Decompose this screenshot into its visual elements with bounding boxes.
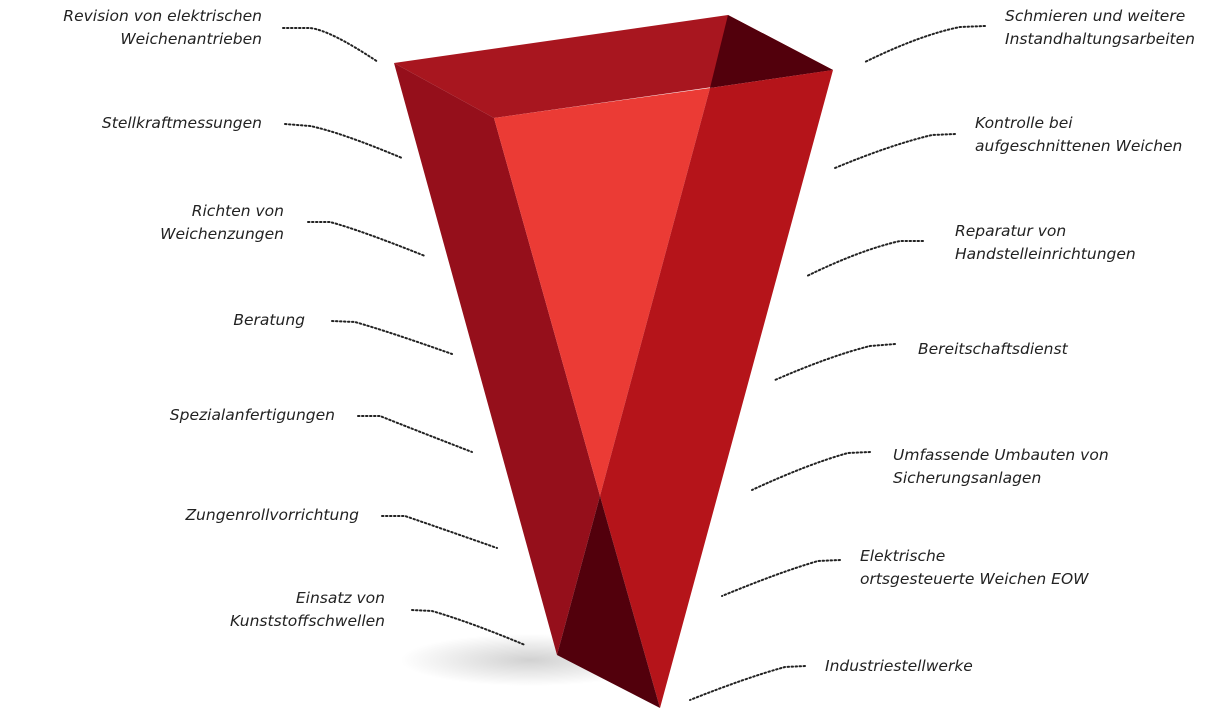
right-leader-line-2 [834, 133, 956, 169]
label-schmieren-instandhaltung: Schmieren und weitere Instandhaltungsarb… [1005, 7, 1195, 48]
left-leader-line-6 [381, 515, 498, 549]
left-leader-line-1 [282, 27, 379, 63]
label-elektrische-weichen-eow: Elektrische ortsgesteuerte Weichen EOW [860, 547, 1089, 588]
label-spezialanfertigungen: Spezialanfertigungen [169, 406, 335, 424]
label-stellkraftmessungen: Stellkraftmessungen [101, 114, 262, 132]
right-leader-line-4 [774, 343, 896, 381]
label-zungenrollvorrichtung: Zungenrollvorrichtung [185, 506, 359, 524]
label-richten-weichenzungen: Richten von Weichenzungen [160, 202, 284, 243]
label-beratung: Beratung [233, 311, 305, 329]
leader-lines-right [689, 25, 986, 701]
right-leader-line-1 [864, 25, 986, 63]
right-leader-line-5 [751, 451, 871, 491]
left-leader-line-3 [307, 221, 426, 257]
label-bereitschaftsdienst: Bereitschaftsdienst [918, 340, 1068, 358]
right-leader-line-7 [689, 665, 806, 701]
left-leader-line-7 [411, 609, 526, 646]
pyramid-front-face [494, 88, 710, 496]
pyramid-bottom-dark-face [557, 496, 660, 708]
left-leader-line-5 [357, 415, 473, 453]
label-industriestellwerke: Industriestellwerke [825, 657, 973, 675]
pyramid-top-dark-face [710, 15, 833, 88]
pyramid-left-face [394, 63, 600, 655]
leader-lines-left [282, 27, 526, 646]
label-kunststoffschwellen: Einsatz von Kunststoffschwellen [230, 589, 385, 630]
right-leader-line-6 [721, 559, 841, 597]
label-revision-weichenantriebe: Revision von elektrischen Weichenantrieb… [63, 7, 262, 48]
label-umbauten-sicherungsanlagen: Umfassende Umbauten von Sicherungsanlage… [893, 446, 1109, 487]
pyramid-right-face [600, 70, 833, 708]
label-kontrolle-aufgeschnittene-weichen: Kontrolle bei aufgeschnittenen Weichen [975, 114, 1183, 155]
right-leader-line-3 [806, 240, 924, 277]
left-leader-line-4 [331, 320, 453, 355]
label-reparatur-handstelleinrichtungen: Reparatur von Handstelleinrichtungen [955, 222, 1136, 263]
left-leader-line-2 [284, 123, 403, 159]
